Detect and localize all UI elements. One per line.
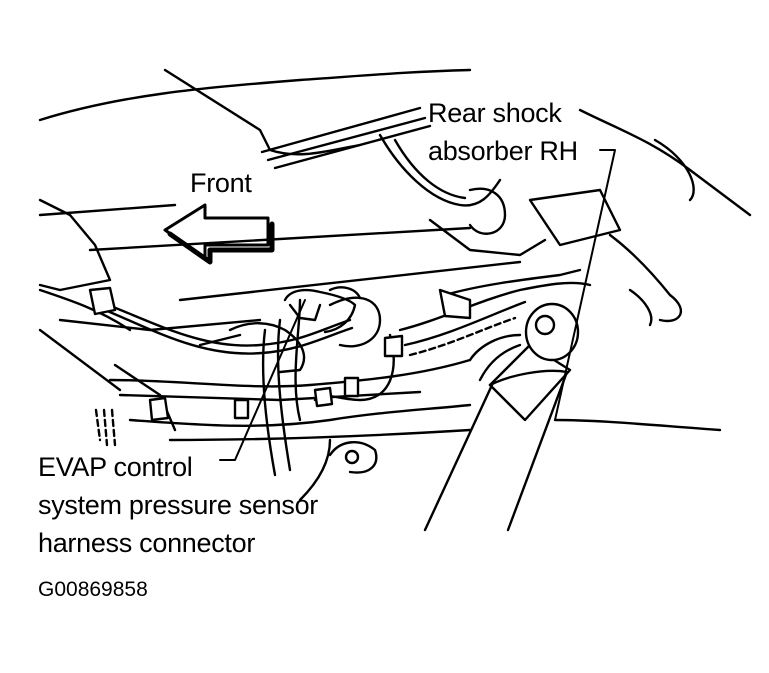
evap-label-line1: EVAP control (38, 452, 193, 482)
evap-leader (219, 299, 306, 461)
front-direction-arrow (163, 203, 275, 265)
front-label: Front (190, 168, 252, 198)
rear-shock-label-line1: Rear shock (428, 98, 562, 128)
evap-tubing (88, 268, 592, 477)
shock-upper-mount (378, 133, 695, 327)
rear-shock-leader (554, 149, 616, 421)
wiring-harness (94, 316, 517, 447)
rear-shock-label-line2: absorber RH (428, 136, 578, 166)
crossmember (168, 418, 722, 502)
evap-label-line3: harness connector (38, 528, 256, 558)
evap-label-line2: system pressure sensor (38, 490, 318, 520)
rear-shock-absorber (423, 302, 580, 532)
leader-lines (219, 149, 616, 461)
evap-pressure-sensor (198, 286, 362, 374)
figure-id: G00869858 (38, 578, 148, 601)
